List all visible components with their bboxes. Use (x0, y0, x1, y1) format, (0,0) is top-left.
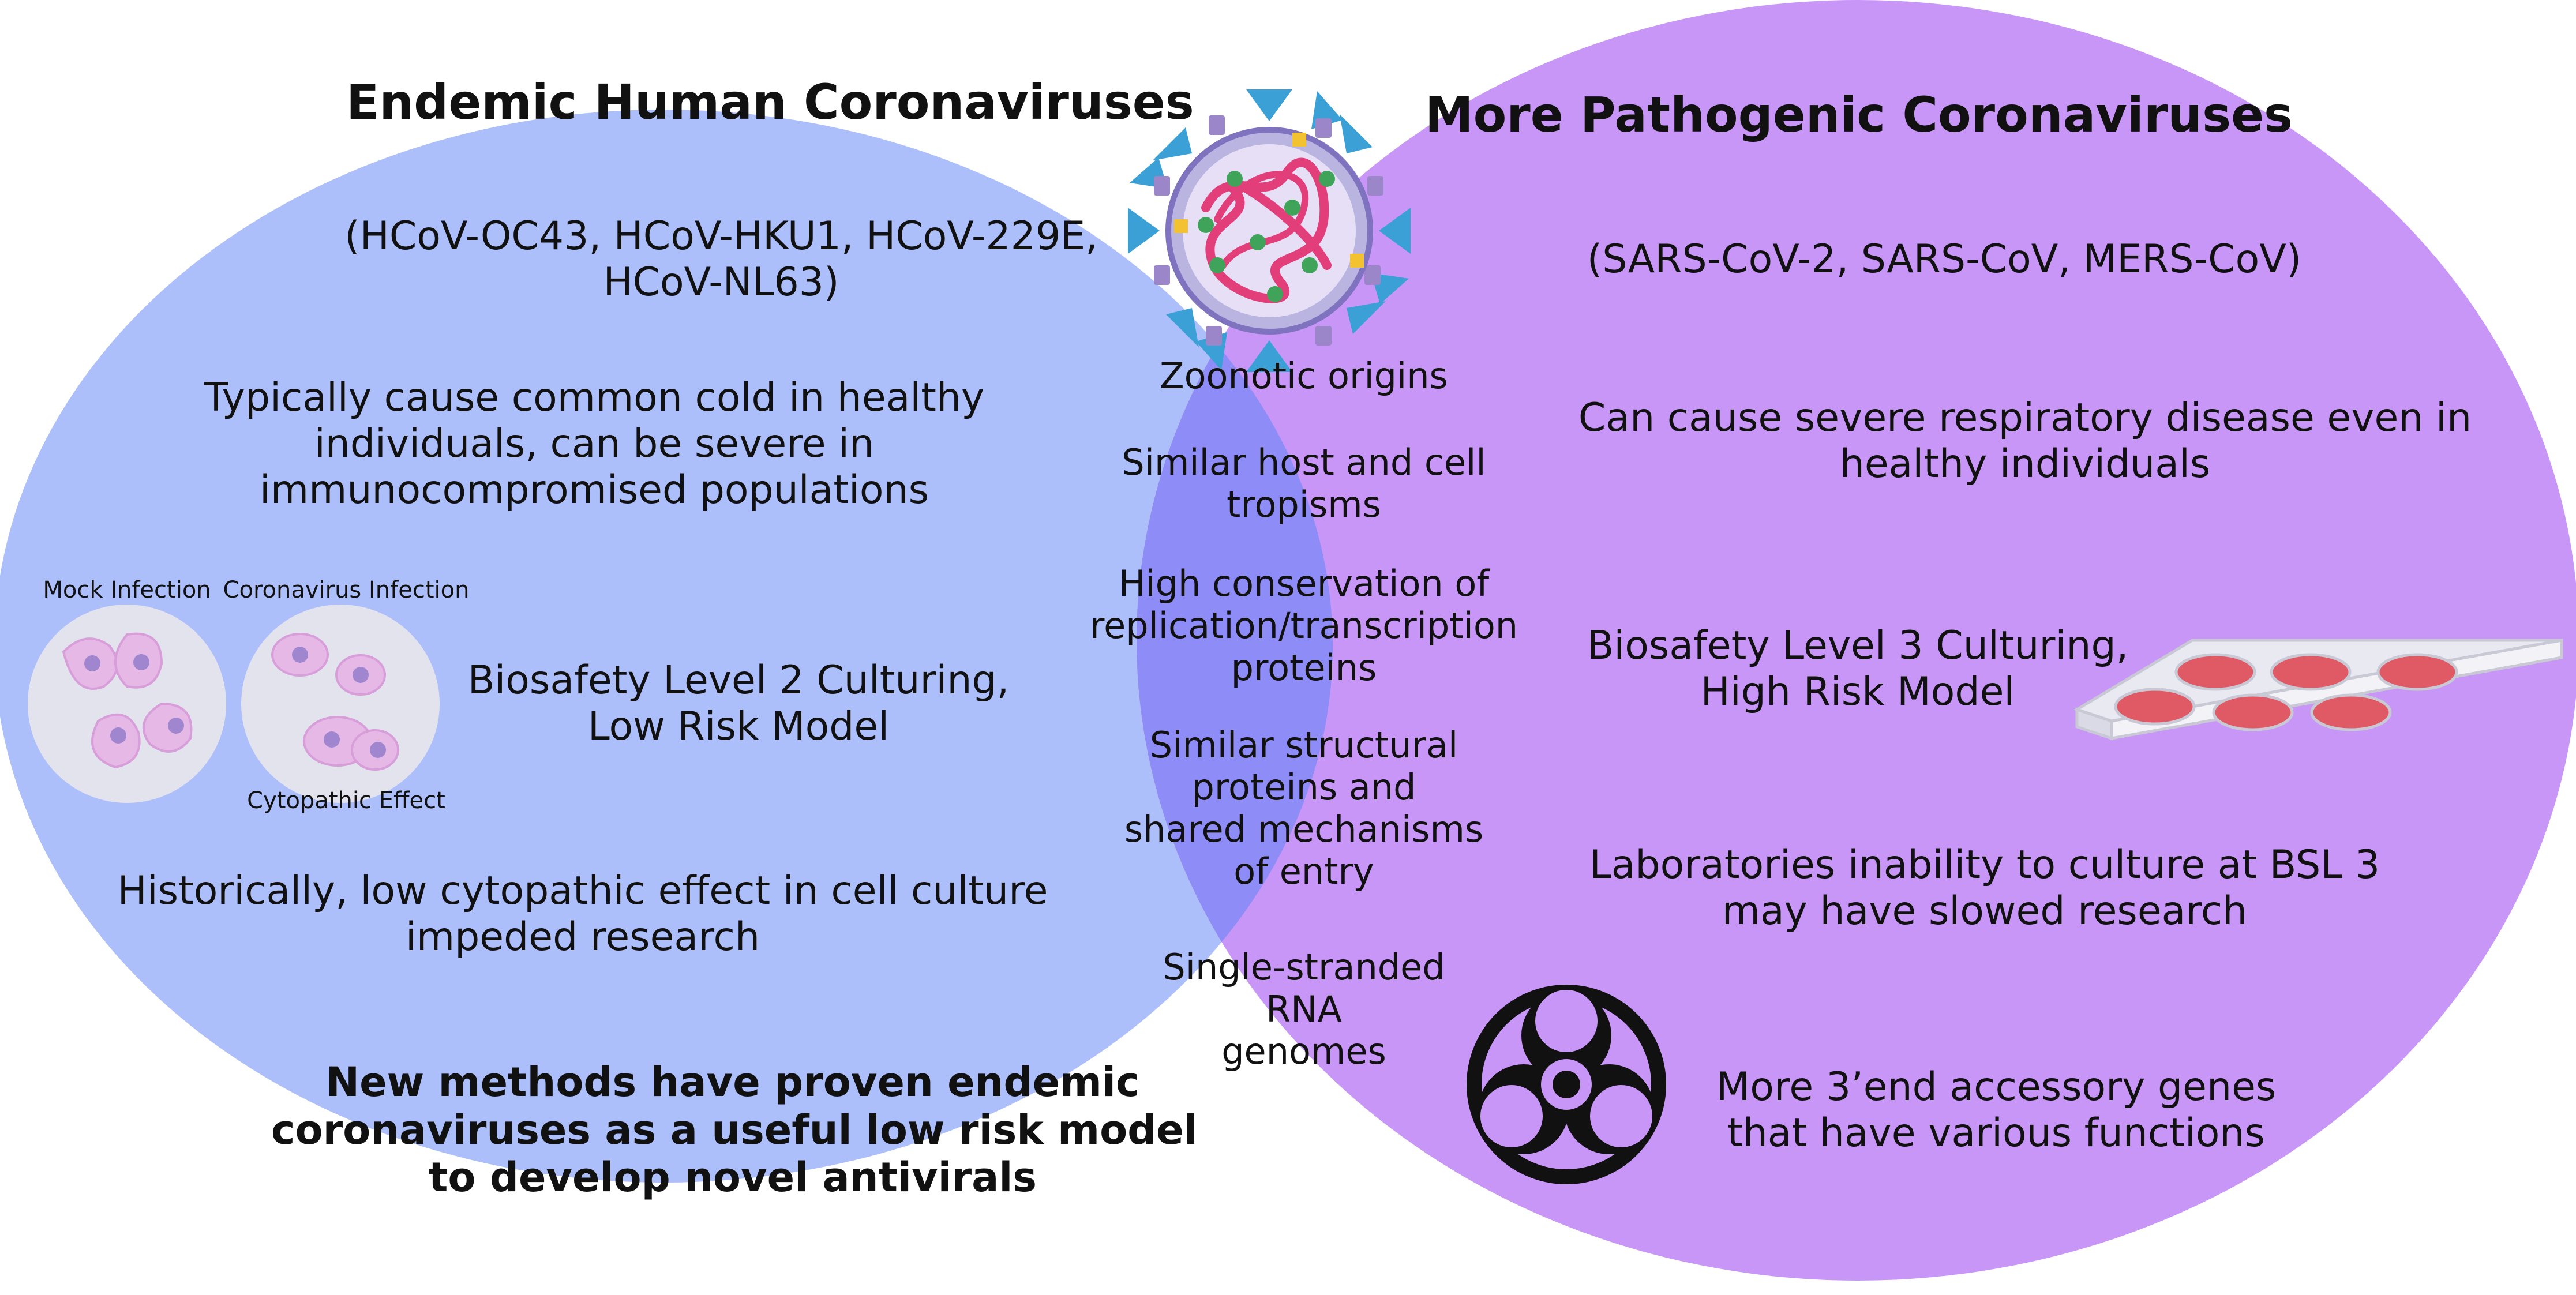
left-disease: Typically cause common cold in healthy i… (173, 375, 1015, 514)
left-strains-line2: HCoV-NL63) (603, 260, 839, 306)
center-item-zoonotic: Zoonotic origins (1160, 355, 1448, 397)
center-item-rna: Single-stranded RNA genomes (1085, 946, 1523, 1072)
right-genes-line2: that have various functions (1727, 1110, 2265, 1157)
right-genes-line1: More 3’end accessory genes (1716, 1064, 2277, 1110)
center-item-tropisms-line1: Similar host and cell (1122, 441, 1486, 483)
coronavirus-icon (1128, 89, 1411, 372)
center-item-rna-line2: RNA (1266, 988, 1342, 1031)
right-lab-line1: Laboratories inability to culture at BSL… (1589, 842, 2380, 888)
left-strains: (HCoV-OC43, HCoV-HKU1, HCoV-229E, HCoV-N… (323, 213, 1119, 306)
left-disease-line1: Typically cause common cold in healthy (204, 375, 985, 421)
center-item-structural-line1: Similar structural (1149, 724, 1458, 766)
left-conclusion-line3: to develop novel antivirals (428, 1154, 1037, 1202)
left-history: Historically, low cytopathic effect in c… (92, 868, 1073, 960)
left-strains-line1: (HCoV-OC43, HCoV-HKU1, HCoV-229E, (344, 213, 1098, 259)
center-item-structural-line4: of entry (1233, 850, 1374, 893)
right-disease: Can cause severe respiratory disease eve… (1546, 395, 2504, 487)
coronavirus-infection-label: Coronavirus Infection (223, 577, 470, 603)
center-item-tropisms: Similar host and cell tropisms (1085, 441, 1523, 525)
culture-plate-icon (2073, 639, 2563, 741)
right-disease-line2: healthy individuals (1839, 441, 2211, 487)
left-title: Endemic Human Coronaviruses (346, 74, 1194, 130)
cell-dish-icon (28, 605, 440, 803)
left-history-line1: Historically, low cytopathic effect in c… (117, 868, 1048, 914)
left-disease-line3: immunocompromised populations (259, 467, 929, 513)
right-title: More Pathogenic Coronaviruses (1425, 87, 2293, 143)
left-bsl: Biosafety Level 2 Culturing, Low Risk Mo… (450, 658, 1027, 750)
center-item-conservation-line1: High conservation of (1118, 562, 1490, 605)
center-item-structural-line2: proteins and (1191, 766, 1416, 809)
right-bsl: Biosafety Level 3 Culturing, High Risk M… (1581, 623, 2135, 715)
center-item-structural-line3: shared mechanisms (1124, 808, 1484, 851)
center-item-conservation-line3: proteins (1231, 647, 1377, 689)
left-disease-line2: individuals, can be severe in (314, 421, 875, 467)
left-conclusion-line2: coronaviruses as a useful low risk model (271, 1106, 1198, 1154)
left-conclusion: New methods have proven endemic coronavi… (271, 1058, 1198, 1202)
left-history-line2: impeded research (405, 914, 760, 960)
center-item-structural: Similar structural proteins and shared m… (1085, 724, 1523, 893)
mock-infection-label: Mock Infection (43, 577, 211, 603)
left-conclusion-line1: New methods have proven endemic (325, 1058, 1140, 1106)
center-item-conservation-line2: replication/transcription (1089, 605, 1518, 647)
center-item-rna-line3: genomes (1221, 1030, 1386, 1073)
center-item-conservation: High conservation of replication/transcr… (1050, 562, 1558, 689)
right-lab-line2: may have slowed research (1722, 888, 2248, 934)
right-circle (1137, 0, 2576, 1281)
right-genes: More 3’end accessory genes that have var… (1690, 1064, 2302, 1157)
left-bsl-line2: Low Risk Model (587, 704, 890, 750)
right-strains: (SARS-CoV-2, SARS-CoV, MERS-CoV) (1587, 237, 2302, 282)
right-lab: Laboratories inability to culture at BSL… (1569, 842, 2400, 934)
right-bsl-line2: High Risk Model (1700, 669, 2015, 715)
cytopathic-effect-label: Cytopathic Effect (247, 787, 445, 814)
center-item-tropisms-line2: tropisms (1227, 483, 1381, 526)
center-item-rna-line1: Single-stranded (1163, 946, 1445, 988)
left-bsl-line1: Biosafety Level 2 Culturing, (467, 658, 1010, 703)
right-bsl-line1: Biosafety Level 3 Culturing, (1587, 623, 2129, 669)
biohazard-icon (1467, 985, 1666, 1184)
right-disease-line1: Can cause severe respiratory disease eve… (1578, 395, 2472, 441)
left-circle (0, 110, 1333, 1183)
